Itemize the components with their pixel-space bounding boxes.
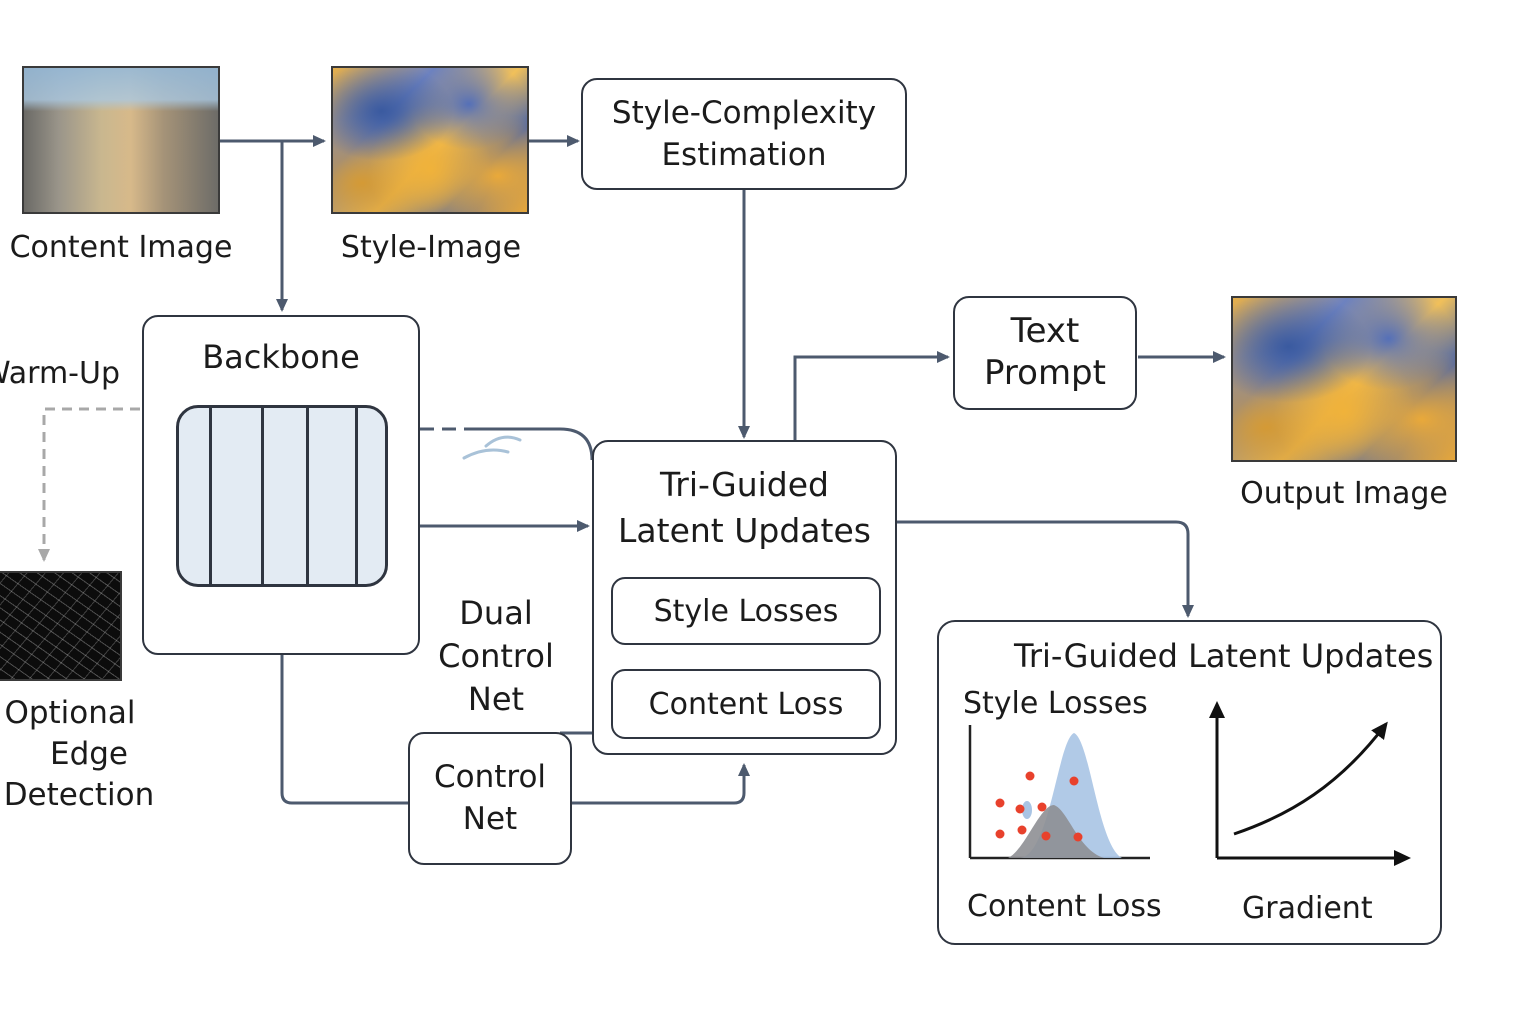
output-image-label: Output Image: [1240, 476, 1448, 511]
arrow-controlnet-to-backbone: [276, 590, 408, 805]
optional-edge-line3: Detection: [3, 777, 155, 813]
arrow-tri-to-prompt: [793, 351, 950, 440]
control-net-line2: Net: [462, 801, 518, 837]
sample-dots: [995, 771, 1083, 842]
style-losses-label: Style Losses: [653, 594, 839, 629]
arrow-tri-to-inset: [897, 520, 1194, 618]
text-prompt-box: Text Prompt: [953, 296, 1137, 410]
inset-content-loss-label: Content Loss: [967, 889, 1162, 924]
optional-edge-label: Optional Edge Detection: [0, 693, 155, 816]
flow-swoosh-icon: [462, 435, 522, 460]
backbone-label: Backbone: [202, 338, 360, 376]
distribution-plot: [968, 725, 1150, 860]
style-losses-box: Style Losses: [611, 577, 881, 645]
arrow-warmup-to-edge: [38, 407, 140, 562]
curve-backbone-to-tri: [474, 427, 594, 461]
tri-guided-line2: Latent Updates: [618, 511, 871, 550]
arrow-controlnet-to-tri: [572, 763, 750, 805]
inset-style-losses-label: Style Losses: [963, 686, 1148, 721]
text-prompt-line2: Prompt: [984, 353, 1106, 393]
inset-panel: Tri-Guided Latent Updates Style Losses C…: [937, 620, 1442, 945]
backbone-box: Backbone: [142, 315, 420, 655]
optional-edge-line1: Optional: [4, 695, 136, 731]
content-distribution-curve: [1008, 805, 1104, 858]
text-prompt-line1: Text: [1010, 311, 1080, 351]
content-loss-box: Content Loss: [611, 669, 881, 739]
content-loss-label: Content Loss: [648, 687, 844, 722]
control-net-box: Control Net: [408, 732, 572, 865]
inset-title: Tri-Guided Latent Updates: [1014, 637, 1434, 675]
dual-control-net-line1: Dual: [459, 594, 533, 632]
gradient-curve: [1233, 721, 1388, 836]
content-image-thumbnail: [22, 66, 220, 214]
dual-control-net-line2: Control: [438, 637, 554, 675]
style-image-thumbnail: [331, 66, 529, 214]
style-complexity-line2: Estimation: [661, 137, 827, 173]
warm-up-label: Warm-Up: [0, 356, 120, 391]
style-complexity-box: Style-Complexity Estimation: [581, 78, 907, 190]
style-image-label: Style-Image: [340, 230, 522, 265]
content-image-label: Content Image: [9, 230, 233, 265]
style-complexity-line1: Style-Complexity: [611, 95, 877, 131]
backbone-layer-stack: [176, 405, 388, 587]
output-image-thumbnail: [1231, 296, 1457, 462]
tri-guided-box: Tri-Guided Latent Updates Style Losses C…: [592, 440, 897, 755]
dual-control-net-label: Dual Control Net: [426, 592, 566, 721]
dual-control-net-line3: Net: [467, 680, 525, 718]
inset-gradient-label: Gradient: [1242, 891, 1373, 926]
tri-guided-line1: Tri-Guided: [659, 465, 829, 504]
control-net-line1: Control: [433, 759, 547, 795]
gradient-plot: [1209, 701, 1411, 866]
edge-map-thumbnail: [0, 571, 122, 681]
optional-edge-line2: Edge: [49, 736, 128, 772]
